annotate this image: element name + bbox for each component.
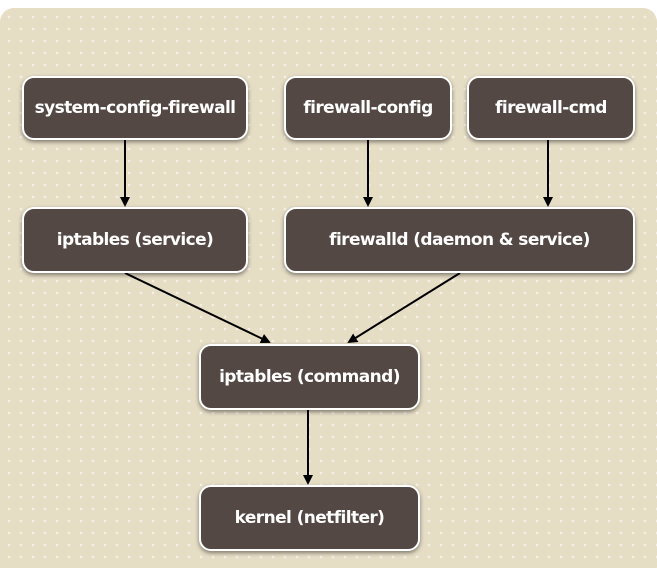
arrow-iptables-service-to-iptables-command [124, 272, 271, 344]
node-firewall-cmd: firewall-cmd [467, 76, 635, 140]
node-system-config-firewall: system-config-firewall [22, 76, 248, 140]
node-kernel-netfilter: kernel (netfilter) [199, 485, 420, 551]
node-firewalld: firewalld (daemon & service) [284, 207, 635, 273]
arrow-firewalld-to-iptables-command [347, 272, 461, 344]
node-firewall-config: firewall-config [284, 76, 452, 140]
node-iptables-command: iptables (command) [199, 344, 420, 410]
node-iptables-service: iptables (service) [22, 207, 248, 273]
